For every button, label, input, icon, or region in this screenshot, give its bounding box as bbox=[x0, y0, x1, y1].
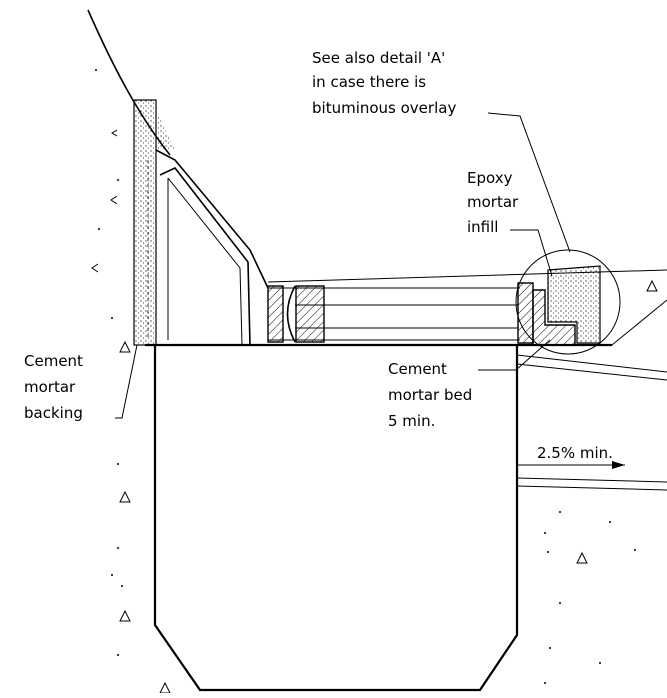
cement-bed-line3: 5 min. bbox=[388, 412, 435, 430]
cement-mortar-backing bbox=[133, 99, 157, 346]
epoxy-label-line3: infill bbox=[467, 218, 498, 236]
grating-top-line bbox=[267, 269, 667, 283]
angle-section bbox=[532, 289, 576, 346]
cement-bed-line2: mortar bed bbox=[388, 386, 472, 404]
leader-cement-backing bbox=[115, 344, 138, 419]
frame-left-hatch bbox=[267, 285, 284, 343]
road-layers bbox=[516, 354, 667, 491]
slope-arrow-head bbox=[612, 461, 625, 469]
cement-bed-line1: Cement bbox=[388, 360, 447, 378]
detail-a-note-line2: in case there is bbox=[312, 73, 426, 91]
leader-cement-bed bbox=[478, 339, 551, 371]
cement-backing-line3: backing bbox=[24, 404, 83, 422]
aggregate-dots bbox=[95, 69, 636, 684]
chute-outer bbox=[155, 149, 269, 289]
epoxy-label-line1: Epoxy bbox=[467, 169, 513, 187]
detail-a-note-line1: See also detail 'A' bbox=[312, 49, 445, 67]
detail-a-note-line3: bituminous overlay bbox=[312, 99, 456, 117]
leader-detail-a bbox=[487, 112, 571, 253]
chamber-outline bbox=[153, 345, 519, 692]
aggregate-symbols bbox=[91, 129, 658, 694]
chute-inner bbox=[159, 167, 251, 346]
chute-mid bbox=[167, 177, 243, 346]
detail-a-circle bbox=[515, 249, 621, 355]
frame-right-hatch bbox=[517, 282, 534, 344]
grating-bar-hatch bbox=[295, 285, 325, 343]
epoxy-label-line2: mortar bbox=[467, 193, 519, 211]
epoxy-infill bbox=[547, 265, 601, 344]
grating-frame bbox=[268, 287, 520, 341]
chute-stipple bbox=[156, 110, 175, 150]
cement-backing-line1: Cement bbox=[24, 352, 83, 370]
slope-label: 2.5% min. bbox=[537, 444, 613, 462]
road-surface-right bbox=[611, 299, 667, 346]
frame-left-round bbox=[286, 285, 296, 343]
leader-epoxy bbox=[510, 229, 553, 277]
cement-backing-line2: mortar bbox=[24, 378, 76, 396]
